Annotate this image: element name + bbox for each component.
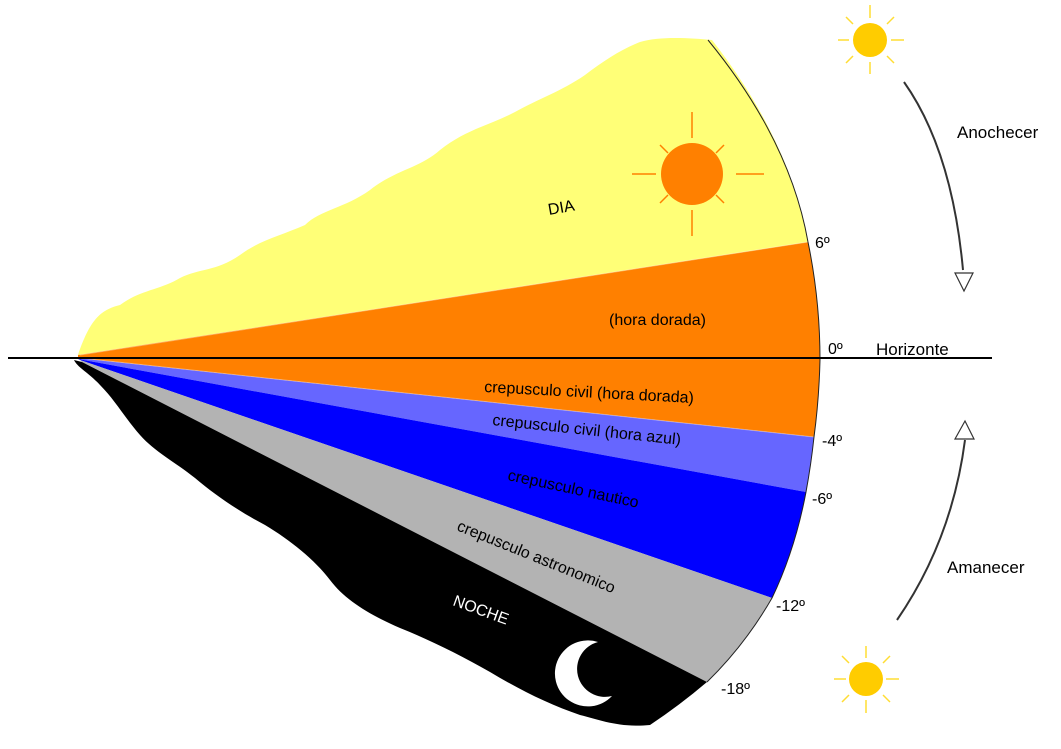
angle-minus-12: -12º: [776, 598, 805, 615]
angle-minus-6: -6º: [812, 491, 832, 508]
amanecer-label: Amanecer: [947, 558, 1025, 577]
label-dia: DIA: [547, 198, 577, 219]
band-nautico: [78, 359, 806, 598]
band-civil-azul: [78, 358, 814, 492]
band-boundaries: [79, 241, 815, 438]
outer-arc: [706, 39, 821, 683]
angle-minus-18: -18º: [721, 681, 750, 698]
band-hora-dorada: [78, 242, 820, 360]
band-astronomico: [80, 360, 772, 682]
angle-minus-4: -4º: [822, 433, 842, 450]
band-dia: [78, 38, 808, 355]
label-hora-dorada: (hora dorada): [609, 312, 706, 329]
crescent-moon-icon: [554, 640, 612, 707]
sun-icon: [834, 646, 899, 713]
horizon-label: Horizonte: [876, 340, 949, 359]
arrow-down-icon: [903, 81, 974, 293]
band-civil-dorada: [78, 357, 820, 437]
angle-0: 0º: [828, 341, 843, 358]
anochecer-label: Anochecer: [957, 123, 1039, 142]
angle-6: 6º: [815, 235, 830, 252]
arrow-up-icon: [896, 419, 975, 621]
sun-icon: [838, 5, 904, 74]
band-noche: [74, 360, 707, 726]
sun-icon: [632, 112, 764, 236]
